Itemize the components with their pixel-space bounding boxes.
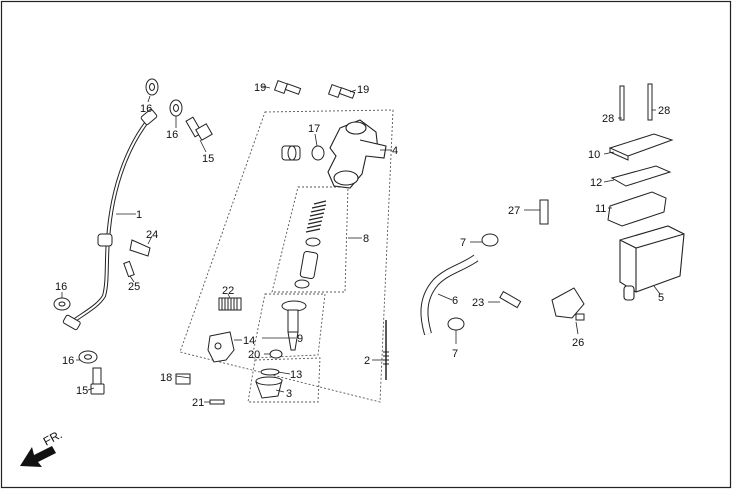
label-part-24: 24 [146, 229, 158, 241]
hose-clip-part [447, 233, 499, 331]
boot-group-outline [247, 357, 321, 403]
piston-kit-group-outline [271, 186, 349, 293]
piston-spring-part [305, 200, 327, 233]
reservoir-part [619, 225, 685, 301]
bracket-bolt-part [499, 290, 522, 309]
label-part-26: 26 [572, 337, 584, 349]
washer-part [53, 78, 183, 364]
label-part-2: 2 [364, 355, 370, 367]
piston-part [294, 237, 321, 289]
leader-lines [61, 85, 661, 403]
push-rod-part [281, 300, 307, 351]
label-part-14: 14 [243, 335, 255, 347]
master-cylinder-body-part [327, 119, 387, 189]
label-part-16a: 16 [140, 103, 152, 115]
pin-part [175, 373, 191, 385]
label-part-16d: 16 [62, 355, 74, 367]
label-part-4: 4 [392, 145, 398, 157]
lever-joint-part [207, 331, 235, 363]
brake-hose-part [62, 108, 158, 331]
label-part-28b: 28 [658, 105, 670, 117]
label-part-18: 18 [160, 372, 172, 384]
cap-screw-part [619, 83, 653, 121]
label-part-11: 11 [595, 203, 606, 215]
label-part-23: 23 [472, 297, 484, 309]
cotter-pin-part [209, 399, 225, 405]
reservoir-cap-part [608, 133, 674, 161]
label-part-19b: 19 [357, 84, 369, 96]
label-part-1: 1 [136, 209, 142, 221]
reservoir-bolt-part [539, 199, 549, 225]
adjust-screw-part [383, 320, 389, 380]
label-part-16c: 16 [55, 281, 67, 293]
lock-nut-part [269, 349, 283, 359]
label-part-25: 25 [128, 281, 140, 293]
master-cylinder-group-outline [179, 109, 394, 403]
label-part-15b: 15 [76, 385, 88, 397]
label-part-17: 17 [308, 123, 320, 135]
return-spring-part [218, 297, 242, 311]
label-part-13: 13 [290, 369, 302, 381]
diaphragm-part [607, 191, 667, 227]
banjo-bolt-part [90, 116, 213, 395]
label-part-16b: 16 [166, 129, 178, 141]
label-part-19a: 19 [254, 82, 266, 94]
label-part-27: 27 [508, 205, 520, 217]
label-part-12: 12 [590, 177, 602, 189]
label-part-3: 3 [286, 388, 292, 400]
direction-label: FR. [41, 427, 65, 448]
part-number-labels: 1 2 3 4 5 6 7 7 8 9 10 11 12 13 14 15 15… [55, 82, 670, 409]
label-part-6: 6 [452, 295, 458, 307]
hose-clamp-part [123, 239, 151, 278]
dust-boot-part [255, 368, 283, 399]
label-part-28a: 28 [602, 113, 614, 125]
brake-switch-part [551, 287, 585, 321]
label-part-10: 10 [588, 149, 600, 161]
label-part-15a: 15 [202, 153, 214, 165]
label-part-22: 22 [222, 285, 234, 297]
pushrod-group-outline [251, 293, 326, 359]
label-part-7b: 7 [452, 348, 458, 360]
label-part-8: 8 [363, 233, 369, 245]
mounting-bolt-part [273, 79, 356, 99]
label-part-9: 9 [297, 333, 303, 345]
diaphragm-plate-part [610, 165, 672, 187]
label-part-20: 20 [248, 349, 260, 361]
reservoir-fitting-part [281, 145, 325, 161]
front-direction-arrow-icon [20, 446, 56, 467]
label-part-21: 21 [192, 397, 204, 409]
label-part-5: 5 [658, 292, 664, 304]
label-part-7a: 7 [460, 237, 466, 249]
